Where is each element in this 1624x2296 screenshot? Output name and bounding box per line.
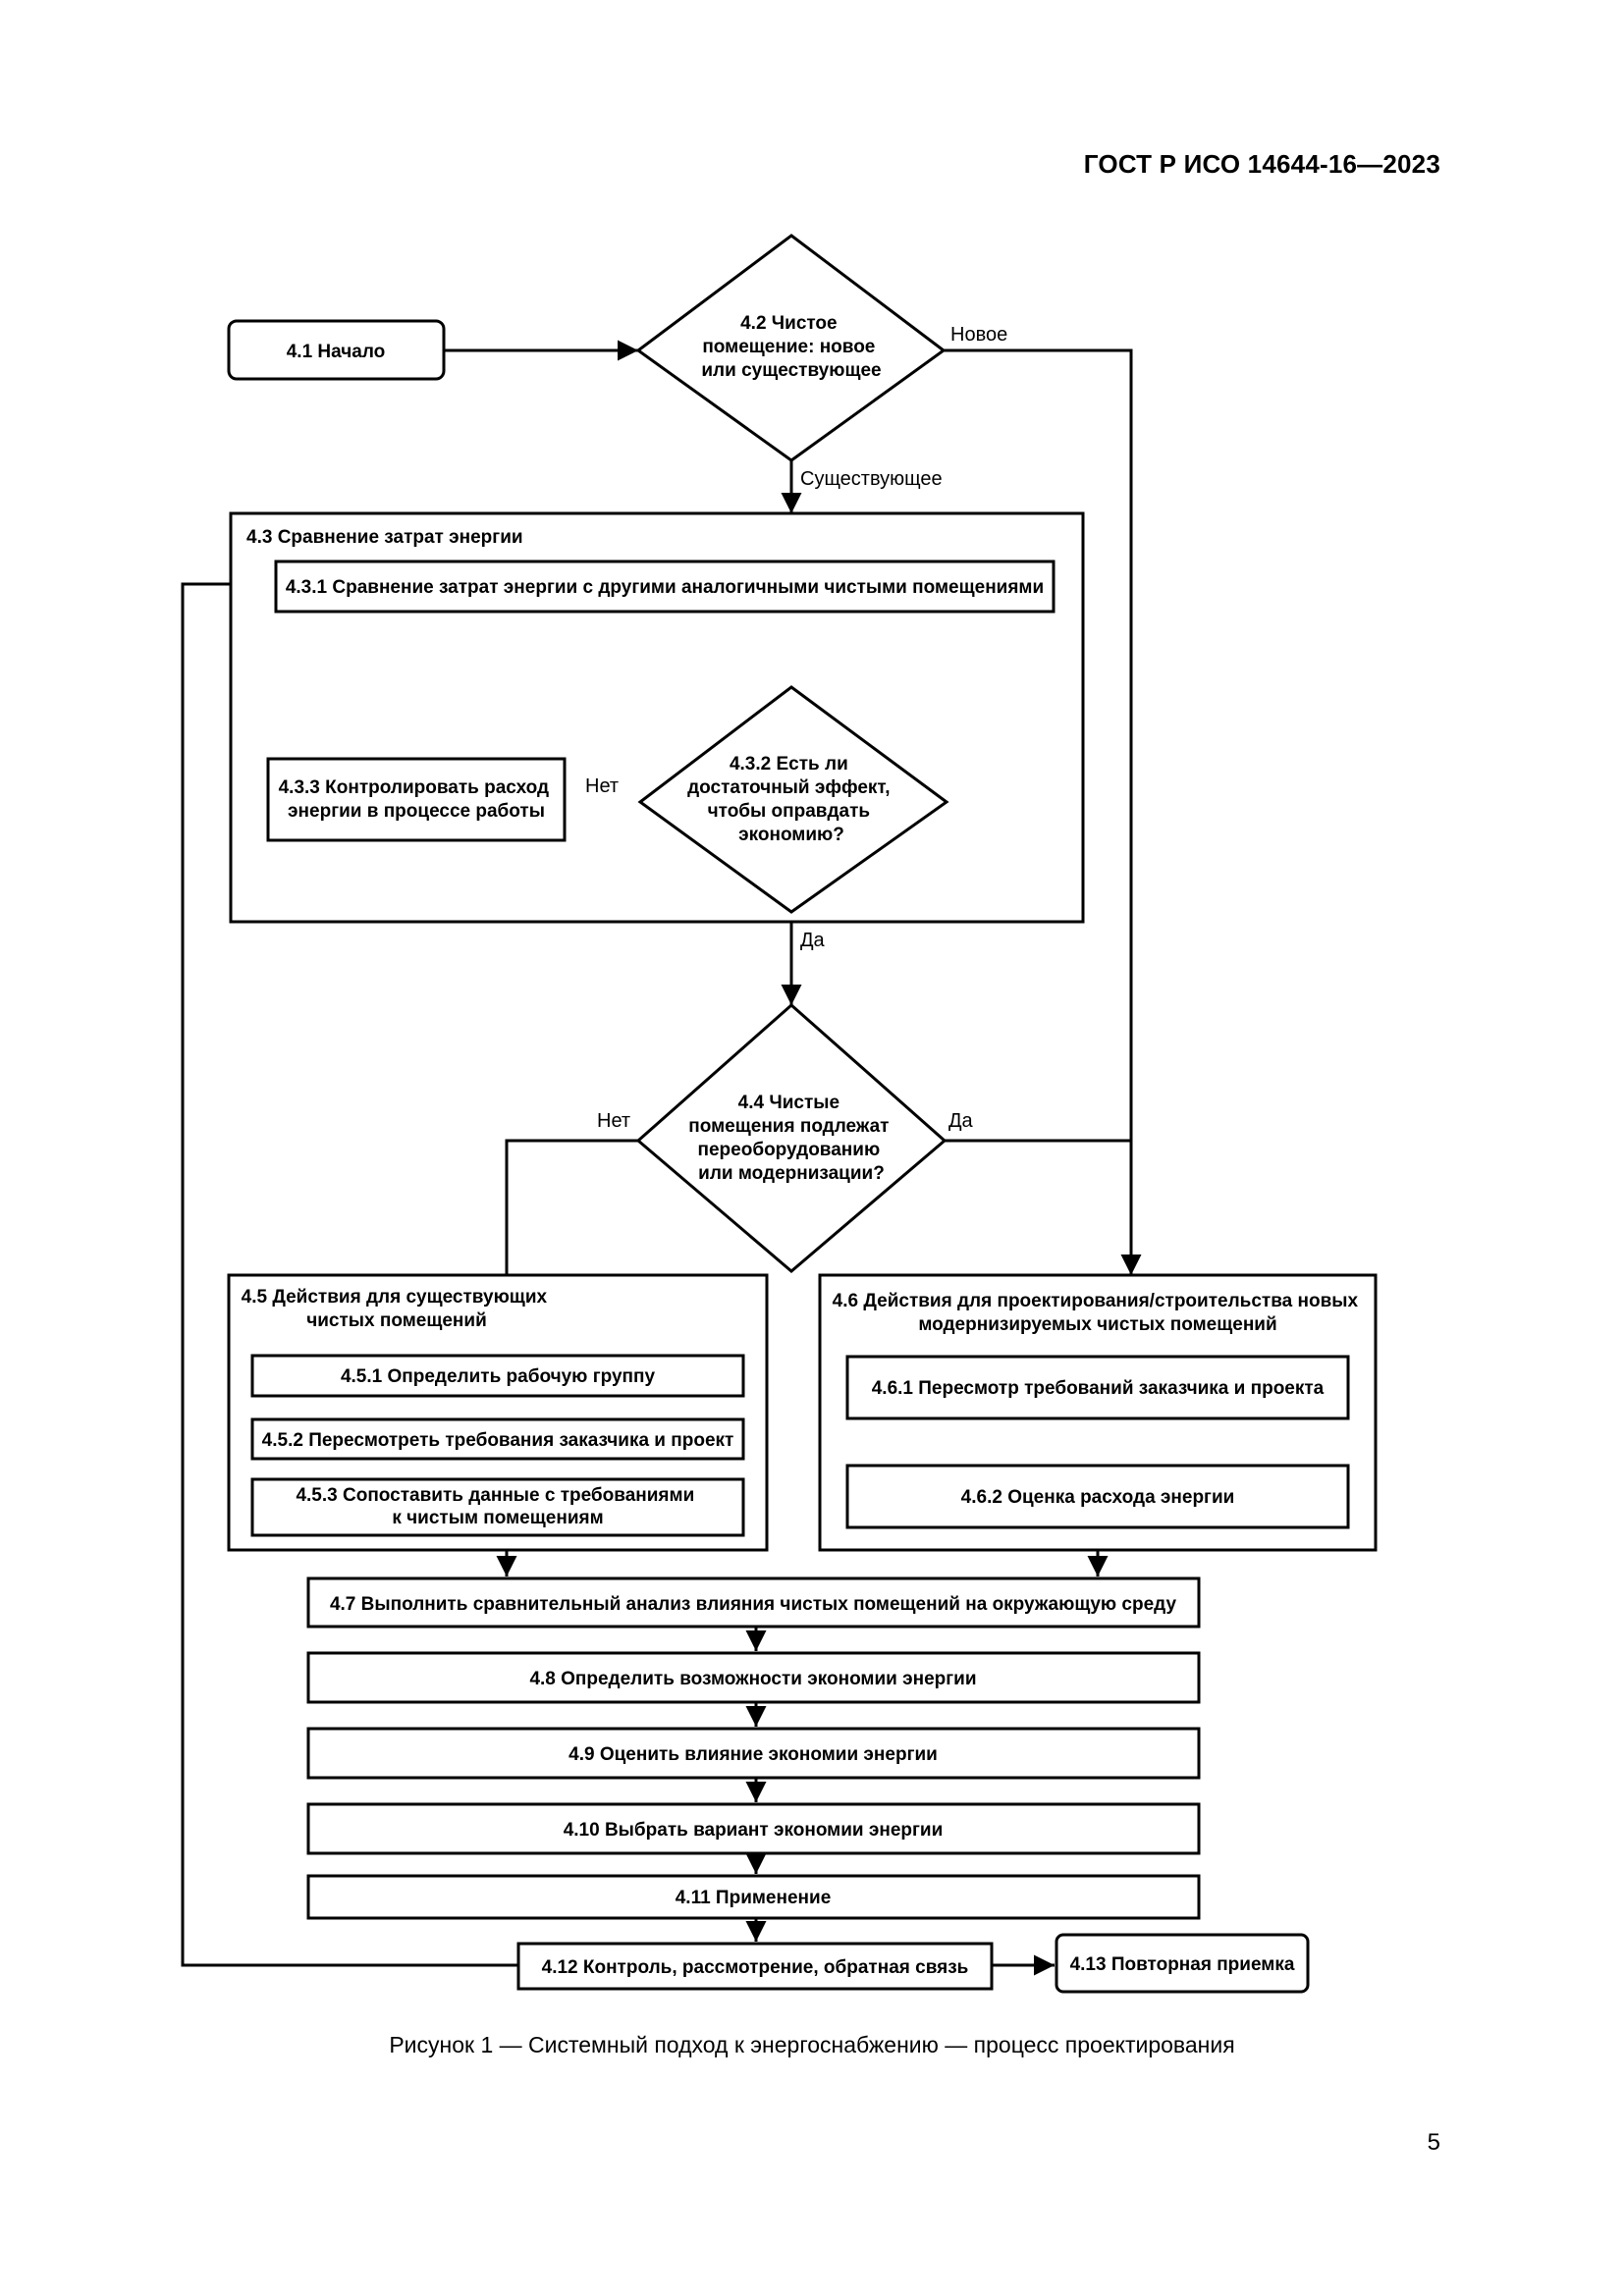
- node-4-6-2-label: 4.6.2 Оценка расхода энергии: [961, 1487, 1235, 1508]
- node-4-11-label: 4.11 Применение: [676, 1888, 832, 1908]
- edge-label-new: Новое: [950, 324, 1007, 346]
- node-4-5-label: 4.5 Действия для существующих чистых пом…: [242, 1287, 553, 1331]
- node-4-1-start: [227, 319, 446, 381]
- node-4-6-1-box: [845, 1355, 1350, 1420]
- edge-label-yes-4-4: Да: [948, 1110, 974, 1132]
- node-4-6-1-label: 4.6.1 Пересмотр требований заказчика и п…: [872, 1378, 1325, 1399]
- node-4-2-decision: [635, 234, 947, 462]
- node-4-3-label: 4.3 Сравнение затрат энергии: [246, 527, 523, 548]
- node-4-3-2-decision: [637, 685, 949, 914]
- node-4-2-label: 4.2 Чистое помещение: новое или существу…: [701, 313, 881, 381]
- node-4-9-box: [306, 1727, 1201, 1780]
- node-4-11-box: [306, 1874, 1201, 1920]
- arrow-4-2-new: [944, 348, 1142, 1275]
- node-4-4-decision: [635, 1002, 947, 1273]
- node-4-13-box: [1055, 1933, 1310, 1994]
- node-4-3-1-box: [274, 560, 1056, 614]
- shapes: [227, 234, 1378, 1994]
- node-4-8-box: [306, 1651, 1201, 1704]
- node-4-7-box: [306, 1576, 1201, 1629]
- node-4-8-label: 4.8 Определить возможности экономии энер…: [529, 1669, 976, 1689]
- node-4-10-box: [306, 1802, 1201, 1855]
- node-4-7-label: 4.7 Выполнить сравнительный анализ влиян…: [330, 1594, 1177, 1615]
- node-4-3-1-label: 4.3.1 Сравнение затрат энергии с другими…: [286, 577, 1044, 598]
- node-4-6-2-box: [845, 1464, 1350, 1529]
- node-4-5-3-box: [250, 1477, 745, 1537]
- figure-caption: Рисунок 1 — Системный подход к энергосна…: [389, 2032, 1235, 2057]
- edge-label-yes-4-3-2: Да: [800, 930, 826, 951]
- node-4-1-label: 4.1 Начало: [287, 342, 386, 362]
- node-4-5-1-label: 4.5.1 Определить рабочую группу: [341, 1366, 656, 1387]
- document-header: ГОСТ Р ИСО 14644-16—2023: [1083, 149, 1440, 179]
- node-4-3-2-label: 4.3.2 Есть ли достаточный эффект, чтобы …: [687, 754, 895, 845]
- node-4-9-label: 4.9 Оценить влияние экономии энергии: [568, 1744, 938, 1765]
- node-4-6-label: 4.6 Действия для проектирования/строител…: [833, 1291, 1364, 1335]
- edge-label-existing: Существующее: [800, 468, 943, 490]
- node-4-5-3-label: 4.5.3 Сопоставить данные с требованиями …: [296, 1485, 699, 1528]
- feedback-arrow-4-12-to-4-3-1: [181, 573, 518, 1967]
- node-4-5-2-label: 4.5.2 Пересмотреть требования заказчика …: [262, 1430, 734, 1451]
- node-4-13-label: 4.13 Повторная приемка: [1070, 1954, 1295, 1975]
- labels: 4.1 Начало 4.2 Чистое помещение: новое и…: [242, 313, 1364, 1978]
- edge-label-no-4-4: Нет: [597, 1110, 630, 1132]
- node-4-12-box: [516, 1942, 994, 1991]
- page-number: 5: [1427, 2129, 1440, 2156]
- node-4-5-2-box: [250, 1417, 745, 1461]
- node-4-4-label: 4.4 Чистые помещения подлежат переоборуд…: [688, 1093, 893, 1184]
- node-4-3-3-label: 4.3.3 Контролировать расход энергии в пр…: [279, 777, 555, 822]
- node-4-10-label: 4.10 Выбрать вариант экономии энергии: [564, 1820, 944, 1841]
- node-4-3-3-box: [266, 757, 567, 842]
- node-4-5-1-box: [250, 1354, 745, 1398]
- edge-label-no-4-3-2: Нет: [585, 775, 619, 797]
- node-4-12-label: 4.12 Контроль, рассмотрение, обратная св…: [542, 1957, 969, 1978]
